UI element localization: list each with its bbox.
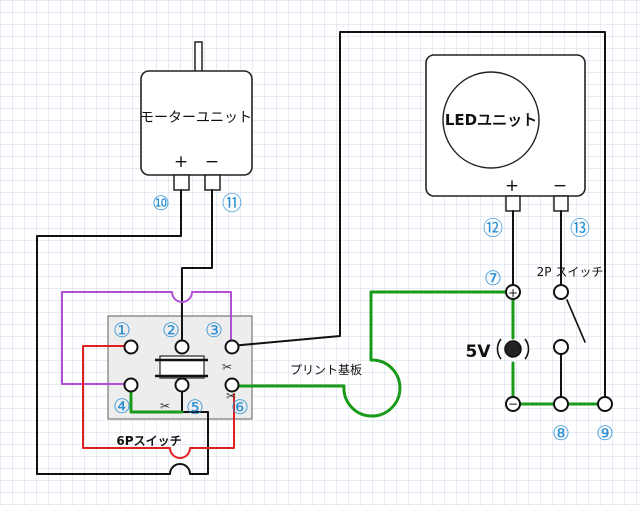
two-p-switch-top-terminal [553, 284, 569, 300]
scissors-icon-3: ✂ [222, 360, 232, 374]
wire-purple [61, 291, 232, 385]
wire-black-motor-plus [36, 189, 209, 475]
power-source: 5V [466, 338, 530, 362]
motor-minus-sign: − [205, 152, 219, 172]
terminal-number-8: ⑧ [552, 421, 570, 445]
board-label: プリント基板 [290, 363, 362, 377]
terminal-number-13: ⑬ [570, 216, 590, 240]
motor-minus-terminal [204, 174, 221, 191]
terminal-number-9: ⑨ [596, 421, 614, 445]
two-p-switch-lever [566, 299, 586, 343]
scissors-icon-4: ✂ [160, 399, 170, 413]
scissors-icon-6: ✂ [226, 389, 236, 403]
led-plus-terminal [505, 195, 521, 212]
led-label: LEDユニット [445, 111, 537, 129]
motor-unit: モーターユニット + − [140, 41, 253, 191]
six-p-terminal-6 [224, 377, 240, 393]
terminal-number-11: ⑪ [222, 191, 242, 215]
power-plus-sign: + [508, 286, 518, 300]
wire-black-switch-to-9 [230, 31, 606, 405]
wire-green-board [234, 290, 515, 418]
motor-plus-terminal [173, 174, 190, 191]
wire-red [82, 345, 235, 459]
motor-plus-sign: + [174, 152, 188, 172]
terminal-number-6: ⑥ [231, 395, 249, 419]
power-button [504, 340, 522, 358]
six-p-terminal-5 [174, 377, 190, 393]
led-circle [442, 71, 540, 169]
motor-shaft [194, 41, 203, 73]
terminal-9 [597, 396, 613, 412]
power-arc-right [524, 338, 530, 360]
terminal-number-3: ③ [205, 318, 223, 342]
led-minus-terminal [553, 195, 569, 212]
six-p-terminal-2 [174, 339, 190, 355]
motor-box [140, 70, 253, 176]
six-p-terminal-4 [123, 377, 139, 393]
led-unit: LEDユニット + − [425, 54, 586, 212]
wire-black-motor-minus [181, 189, 213, 347]
terminal-8 [553, 396, 569, 412]
terminal-number-4: ④ [113, 394, 131, 418]
six-p-terminal-1 [123, 339, 139, 355]
power-minus-sign: − [508, 397, 518, 411]
terminal-number-10: ⑩ [152, 191, 170, 215]
six-p-terminal-3 [224, 339, 240, 355]
battery-minus-terminal [505, 396, 521, 412]
power-arc-left [496, 338, 502, 360]
terminal-number-5: ⑤ [186, 395, 204, 419]
terminal-number-1: ① [113, 318, 131, 342]
two-p-switch-bottom-terminal [553, 339, 569, 355]
led-minus-sign: − [553, 176, 567, 196]
terminal-number-2: ② [162, 318, 180, 342]
led-plus-sign: + [505, 176, 519, 196]
terminal-number-12: ⑫ [483, 216, 503, 240]
wire-green-switch [129, 384, 184, 414]
motor-label: モーターユニット [140, 110, 252, 126]
two-p-switch-label: 2P スイッチ [537, 265, 604, 279]
terminal-7 [505, 284, 521, 300]
six-p-switch-label: 6Pスイッチ [116, 434, 181, 448]
wire-black-led-branch [512, 210, 562, 405]
terminal-number-7: ⑦ [484, 266, 502, 290]
power-label: 5V [466, 342, 492, 362]
